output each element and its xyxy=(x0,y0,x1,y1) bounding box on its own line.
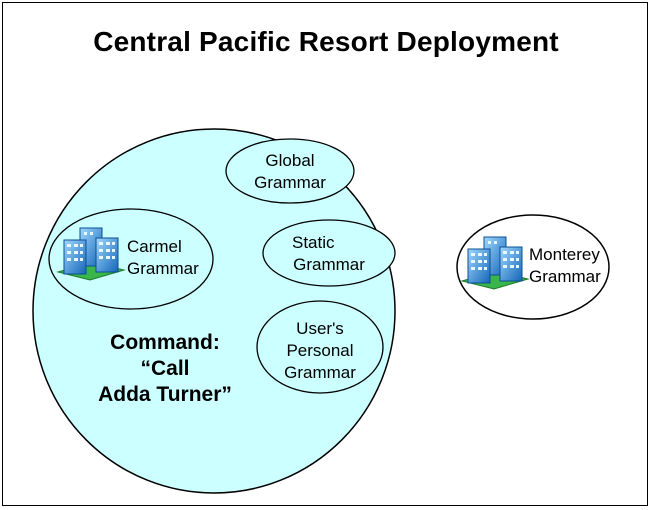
global-grammar-node xyxy=(225,138,355,204)
global-grammar-label: Global Grammar xyxy=(254,151,326,192)
personal-grammar-label: User's Personal Grammar xyxy=(284,319,356,382)
personal-grammar-node xyxy=(256,300,384,394)
static-grammar-node xyxy=(262,219,396,287)
diagram-frame xyxy=(2,2,648,506)
static-grammar-label: Static Grammar xyxy=(292,233,365,274)
command-text: Command: “Call Adda Turner” xyxy=(98,331,232,406)
monterey-grammar-label: Monterey Grammar xyxy=(529,245,601,286)
carmel-grammar-label: Carmel Grammar xyxy=(127,237,199,278)
diagram-title: Central Pacific Resort Deployment xyxy=(93,26,559,57)
